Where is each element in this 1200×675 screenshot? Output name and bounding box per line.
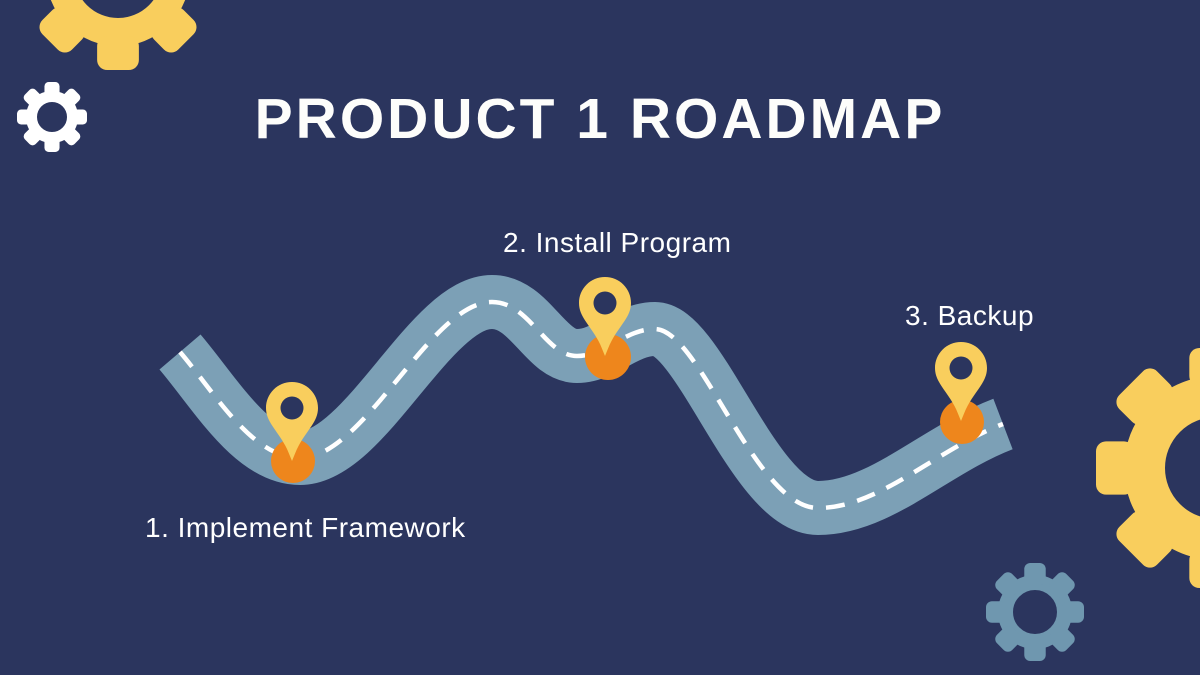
milestone-label-2: 2. Install Program: [503, 227, 732, 258]
gear-icon: [986, 563, 1084, 661]
milestone-label-1: 1. Implement Framework: [145, 512, 466, 543]
milestone-dot-1: [271, 439, 315, 483]
page-title: PRODUCT 1 ROADMAP: [254, 87, 946, 151]
gear-icon: [39, 0, 197, 70]
gear-icon: [1096, 348, 1200, 588]
milestone-label-3: 3. Backup: [905, 300, 1035, 331]
milestone-dot-2: [585, 334, 631, 380]
gear-icon: [17, 82, 87, 152]
milestone-dot-3: [940, 400, 984, 444]
